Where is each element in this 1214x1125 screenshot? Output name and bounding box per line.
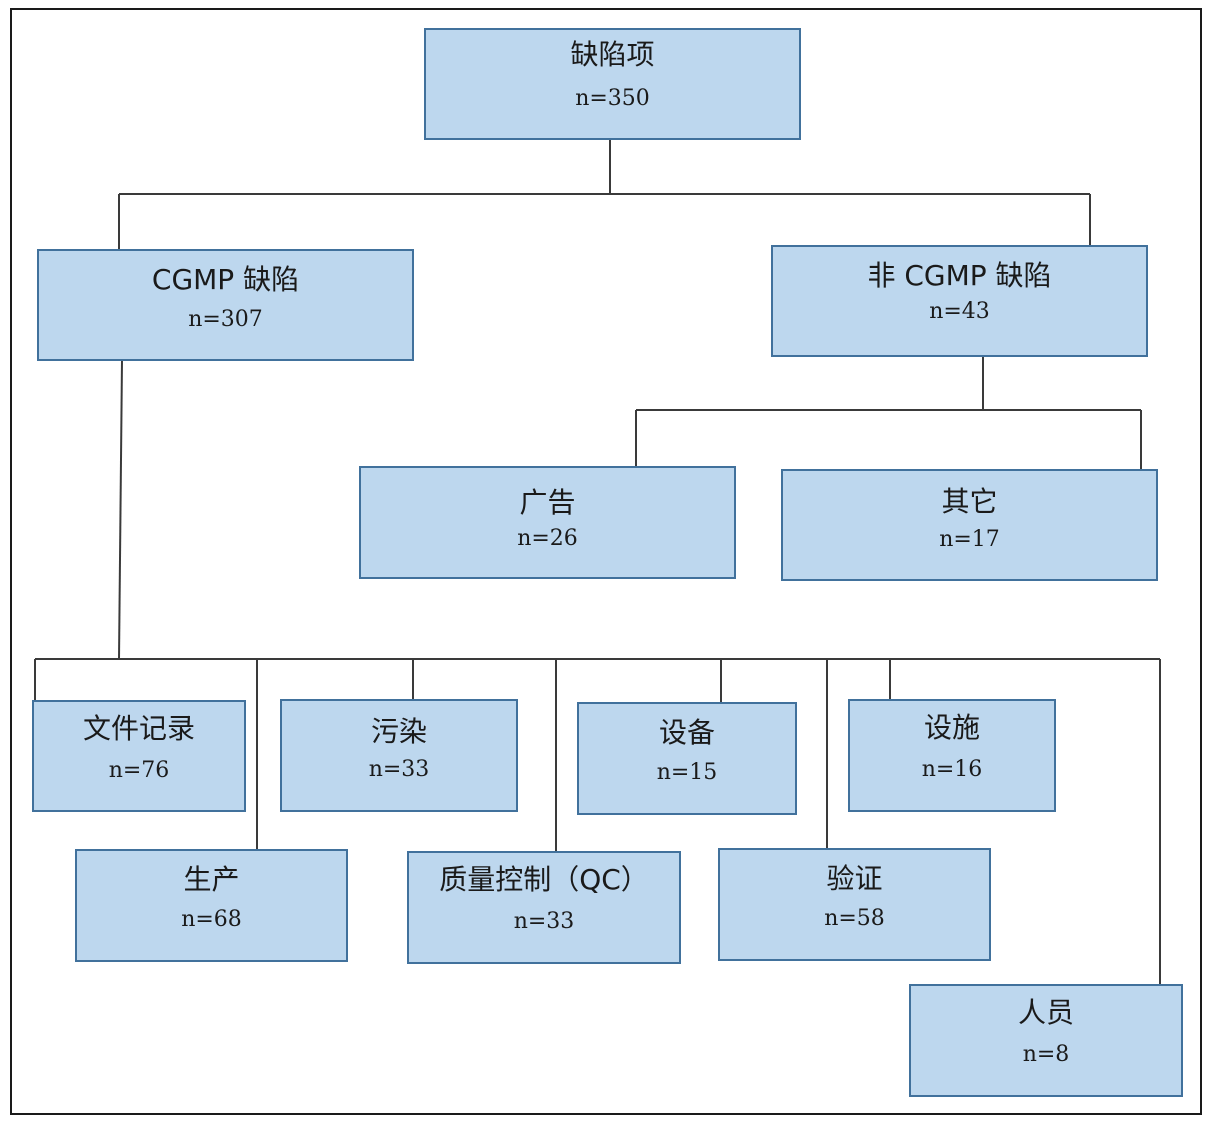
node-count: n=17	[939, 526, 1000, 552]
node-title: 质量控制（QC）	[439, 863, 649, 896]
node-documentation: 文件记录 n=76	[32, 700, 246, 812]
node-advertising: 广告 n=26	[359, 466, 736, 579]
node-title: 人员	[1017, 996, 1074, 1029]
node-title: 验证	[826, 862, 883, 895]
node-count: n=307	[188, 306, 263, 332]
node-facilities: 设施 n=16	[848, 699, 1056, 812]
node-title: 生产	[183, 863, 240, 896]
node-validation: 验证 n=58	[718, 848, 991, 961]
node-count: n=15	[656, 759, 718, 785]
node-contamination: 污染 n=33	[280, 699, 518, 812]
node-production: 生产 n=68	[75, 849, 348, 962]
node-count: n=58	[824, 905, 885, 931]
node-count: n=76	[108, 757, 170, 783]
node-title: 广告	[519, 486, 576, 519]
node-title: 其它	[941, 485, 998, 518]
node-count: n=33	[368, 756, 430, 782]
connector-cgmp-down	[118, 359, 123, 660]
node-title: 设施	[923, 711, 980, 744]
node-quality-control: 质量控制（QC） n=33	[407, 851, 681, 964]
node-non-cgmp-defects: 非 CGMP 缺陷 n=43	[771, 245, 1148, 357]
node-other: 其它 n=17	[781, 469, 1158, 581]
node-count: n=68	[181, 906, 242, 932]
node-count: n=43	[929, 298, 990, 324]
node-count: n=8	[1022, 1041, 1070, 1067]
node-title: 设备	[658, 716, 715, 749]
diagram-frame	[10, 8, 1202, 1115]
node-cgmp-defects: CGMP 缺陷 n=307	[37, 249, 414, 361]
node-title: 非 CGMP 缺陷	[867, 259, 1052, 292]
node-title: 缺陷项	[570, 38, 655, 71]
node-title: 污染	[370, 715, 427, 748]
node-count: n=350	[575, 85, 650, 111]
node-count: n=26	[517, 525, 578, 551]
node-personnel: 人员 n=8	[909, 984, 1183, 1097]
node-count: n=33	[513, 908, 575, 934]
node-title: CGMP 缺陷	[151, 263, 300, 296]
node-count: n=16	[921, 756, 983, 782]
node-title: 文件记录	[82, 712, 195, 745]
node-equipment: 设备 n=15	[577, 702, 797, 815]
node-defects-total: 缺陷项 n=350	[424, 28, 801, 140]
